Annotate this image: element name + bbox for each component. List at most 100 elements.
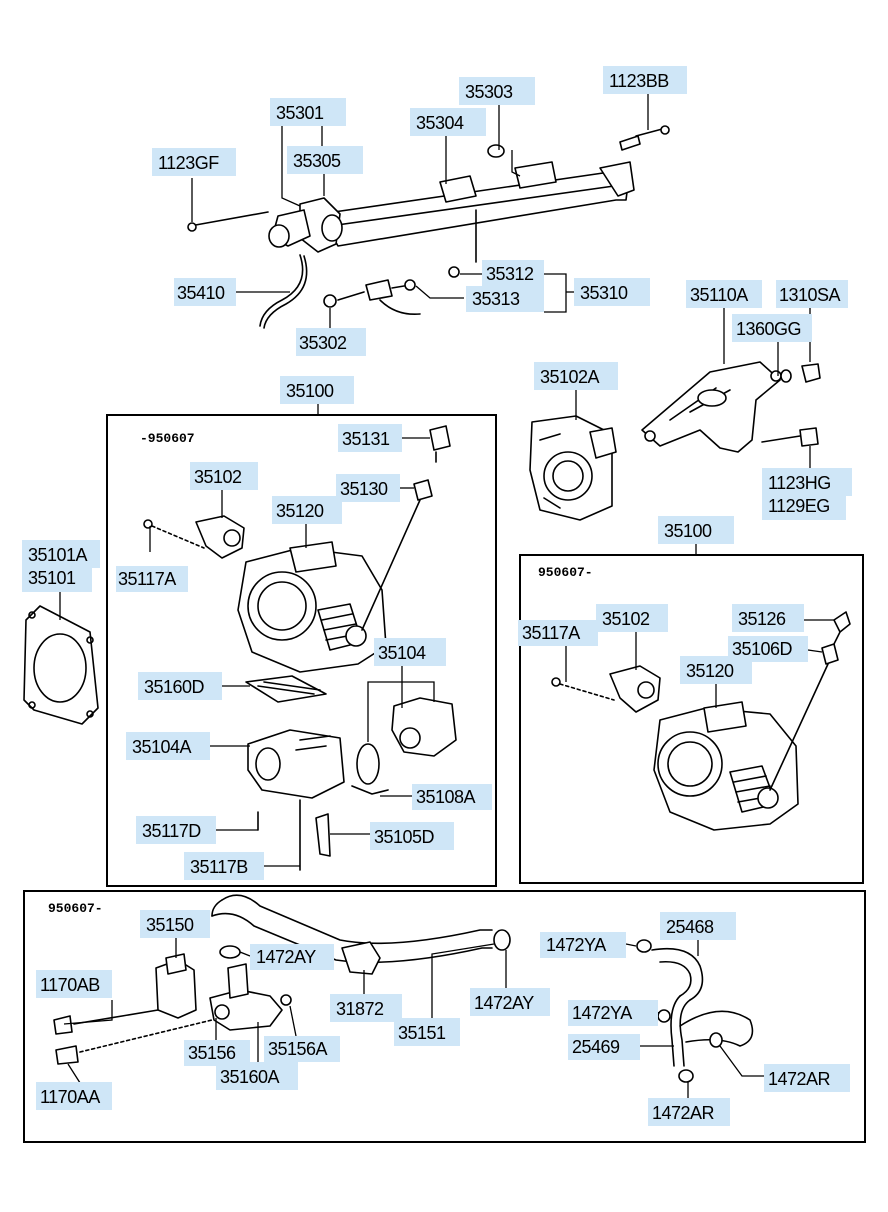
svg-text:35302: 35302 [299, 333, 347, 353]
label-35108A[interactable]: 35108A [412, 784, 492, 810]
svg-text:25468: 25468 [666, 917, 714, 937]
label-35313[interactable]: 35313 [466, 286, 544, 312]
label-25468[interactable]: 25468 [660, 912, 736, 940]
label-1472AR-a[interactable]: 1472AR [764, 1064, 850, 1092]
label-1123HG[interactable]: 1123HG [762, 468, 852, 496]
svg-text:35410: 35410 [177, 283, 225, 303]
frame-throttle-body-early [106, 414, 497, 887]
svg-text:35101: 35101 [28, 568, 76, 588]
label-35150[interactable]: 35150 [140, 910, 210, 938]
note-right-range: 950607- [538, 565, 593, 580]
svg-text:1129EG: 1129EG [768, 496, 830, 516]
label-31872[interactable]: 31872 [330, 994, 402, 1022]
label-1472YA-b[interactable]: 1472YA [568, 1000, 658, 1026]
label-1123GF[interactable]: 1123GF [152, 148, 236, 176]
svg-text:35120: 35120 [276, 501, 324, 521]
label-35304[interactable]: 35304 [410, 108, 486, 136]
throttle-body-right-drawing [551, 611, 851, 831]
svg-text:35105D: 35105D [374, 827, 435, 847]
label-35131[interactable]: 35131 [338, 424, 402, 452]
label-25469[interactable]: 25469 [568, 1034, 640, 1060]
label-35102A[interactable]: 35102A [534, 362, 618, 390]
label-1123BB[interactable]: 1123BB [603, 66, 687, 94]
label-35104A[interactable]: 35104A [126, 732, 210, 760]
svg-text:35160D: 35160D [144, 677, 205, 697]
label-35102-right[interactable]: 35102 [596, 604, 668, 632]
label-1170AA[interactable]: 1170AA [36, 1082, 112, 1110]
svg-text:35117A: 35117A [118, 569, 176, 589]
svg-text:35131: 35131 [342, 429, 390, 449]
idle-control-drawing [53, 894, 754, 1083]
label-35160A[interactable]: 35160A [216, 1062, 298, 1090]
label-35151[interactable]: 35151 [394, 1018, 460, 1046]
label-35117D[interactable]: 35117D [136, 816, 216, 844]
label-1129EG[interactable]: 1129EG [762, 492, 846, 520]
svg-text:35305: 35305 [293, 151, 341, 171]
label-1472AR-b[interactable]: 1472AR [648, 1098, 730, 1126]
label-35100-right[interactable]: 35100 [658, 516, 734, 544]
label-35303[interactable]: 35303 [459, 77, 535, 105]
leader-lines [59, 94, 834, 1098]
svg-text:1472AY: 1472AY [256, 947, 316, 967]
svg-text:35100: 35100 [664, 521, 712, 541]
label-35130[interactable]: 35130 [336, 474, 400, 502]
label-35310[interactable]: 35310 [574, 278, 650, 306]
label-35117B[interactable]: 35117B [184, 852, 264, 880]
svg-text:1123HG: 1123HG [768, 473, 831, 493]
label-35105D[interactable]: 35105D [370, 822, 454, 850]
label-35100-left[interactable]: 35100 [280, 376, 354, 404]
label-35102-left[interactable]: 35102 [190, 462, 258, 490]
svg-text:35160A: 35160A [220, 1067, 280, 1087]
svg-text:1360GG: 1360GG [736, 319, 801, 339]
label-35117A-right[interactable]: 35117A [518, 620, 598, 646]
label-1170AB[interactable]: 1170AB [36, 970, 112, 998]
note-bottom-range: 950607- [48, 901, 103, 916]
label-35305[interactable]: 35305 [287, 146, 363, 174]
label-1360GG[interactable]: 1360GG [732, 314, 812, 342]
label-1472AY-a[interactable]: 1472AY [250, 944, 334, 970]
svg-text:35150: 35150 [146, 915, 194, 935]
svg-text:35130: 35130 [340, 479, 388, 499]
label-35126[interactable]: 35126 [732, 604, 804, 632]
label-1472AY-b[interactable]: 1472AY [470, 988, 550, 1016]
label-35120-left[interactable]: 35120 [272, 496, 342, 524]
throttle-bracket-drawing [641, 361, 821, 453]
label-35101A[interactable]: 35101A [22, 540, 100, 568]
svg-text:35102A: 35102A [540, 367, 600, 387]
svg-text:35312: 35312 [486, 264, 534, 284]
label-35104[interactable]: 35104 [374, 638, 446, 666]
svg-text:35104: 35104 [378, 643, 426, 663]
svg-text:1170AA: 1170AA [40, 1087, 100, 1107]
svg-text:35304: 35304 [416, 113, 464, 133]
label-35301[interactable]: 35301 [270, 98, 346, 126]
label-35160D[interactable]: 35160D [138, 672, 222, 700]
svg-text:1472YA: 1472YA [546, 935, 606, 955]
label-35302[interactable]: 35302 [296, 328, 366, 356]
label-35410[interactable]: 35410 [174, 278, 236, 306]
label-1310SA[interactable]: 1310SA [776, 280, 848, 308]
svg-text:35120: 35120 [686, 661, 734, 681]
svg-text:1123BB: 1123BB [609, 71, 669, 91]
label-35156[interactable]: 35156 [184, 1040, 250, 1066]
svg-text:35117A: 35117A [522, 623, 580, 643]
svg-text:35156A: 35156A [268, 1039, 328, 1059]
note-left-range: -950607 [140, 431, 195, 446]
svg-text:1310SA: 1310SA [779, 285, 841, 305]
svg-text:1123GF: 1123GF [158, 153, 219, 173]
throttle-body-left-drawing [143, 425, 457, 871]
frame-idle-control-group [23, 890, 866, 1143]
label-35312[interactable]: 35312 [482, 260, 544, 286]
label-35101[interactable]: 35101 [22, 564, 92, 592]
label-35120-right[interactable]: 35120 [680, 656, 752, 684]
label-35110A[interactable]: 35110A [686, 280, 762, 308]
label-35117A-left[interactable]: 35117A [116, 566, 188, 592]
svg-text:35303: 35303 [465, 82, 513, 102]
svg-text:35106D: 35106D [732, 639, 793, 659]
label-1472YA-a[interactable]: 1472YA [540, 932, 626, 958]
svg-text:35126: 35126 [738, 609, 786, 629]
label-35156A[interactable]: 35156A [264, 1036, 340, 1062]
svg-text:35310: 35310 [580, 283, 628, 303]
svg-text:1472AR: 1472AR [768, 1069, 831, 1089]
svg-text:35104A: 35104A [132, 737, 192, 757]
